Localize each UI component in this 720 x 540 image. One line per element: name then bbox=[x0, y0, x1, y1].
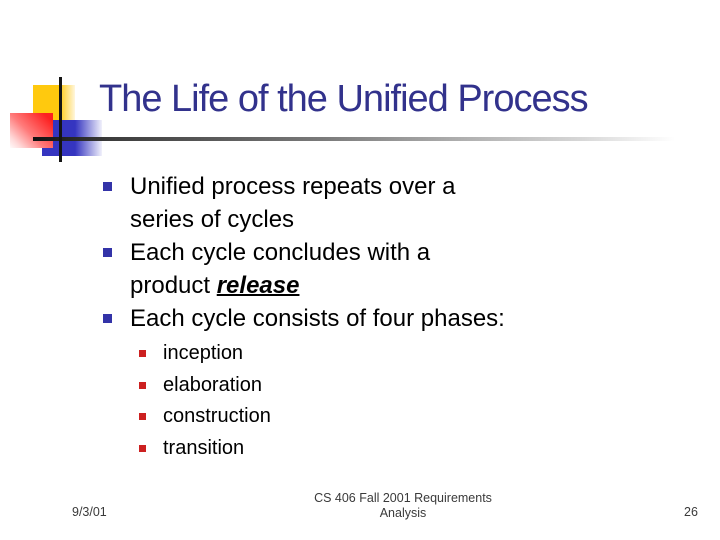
bullet-text: Each cycle concludes with a product rele… bbox=[130, 236, 430, 302]
sub-bullet-text: construction bbox=[163, 405, 271, 427]
footer-date: 9/3/01 bbox=[72, 505, 107, 519]
bullet-text-prefix: Each cycle concludes with a product bbox=[130, 239, 431, 299]
title-underline-rule bbox=[33, 137, 675, 141]
sub-bullet-item-transition: transition bbox=[139, 433, 583, 465]
red-square-bullet-icon bbox=[139, 381, 146, 389]
release-emphasis-text: release bbox=[216, 272, 300, 299]
square-bullet-icon bbox=[103, 314, 112, 323]
square-bullet-icon bbox=[103, 182, 112, 191]
footer-course-title: CS 406 Fall 2001 Requirements Analysis bbox=[314, 491, 492, 520]
bullet-item-2: Each cycle concludes with a product rele… bbox=[103, 236, 583, 302]
sub-bullet-text: inception bbox=[163, 342, 244, 364]
bullet-text: Each cycle consists of four phases: bbox=[130, 305, 505, 332]
sub-bullet-list: inception elaboration construction trans… bbox=[139, 338, 583, 464]
bullet-text: Unified process repeats over a series of… bbox=[130, 173, 456, 233]
logo-vertical-line bbox=[59, 77, 62, 162]
sub-bullet-item-construction: construction bbox=[139, 401, 583, 433]
logo-red-square bbox=[10, 113, 53, 148]
sub-bullet-text: elaboration bbox=[163, 373, 262, 396]
bullet-item-3: Each cycle consists of four phases: bbox=[103, 302, 583, 335]
bullet-item-1: Unified process repeats over a series of… bbox=[103, 170, 583, 236]
square-bullet-icon bbox=[103, 248, 112, 257]
red-square-bullet-icon bbox=[139, 413, 146, 420]
slide-body: Unified process repeats over a series of… bbox=[103, 170, 583, 464]
slide-title: The Life of the Unified Process bbox=[99, 78, 589, 120]
red-square-bullet-icon bbox=[139, 350, 146, 357]
sub-bullet-item-inception: inception bbox=[139, 338, 583, 370]
red-square-bullet-icon bbox=[139, 444, 146, 452]
sub-bullet-text: transition bbox=[163, 436, 245, 459]
sub-bullet-item-elaboration: elaboration bbox=[139, 370, 583, 402]
footer-page-number: 26 bbox=[684, 505, 698, 519]
